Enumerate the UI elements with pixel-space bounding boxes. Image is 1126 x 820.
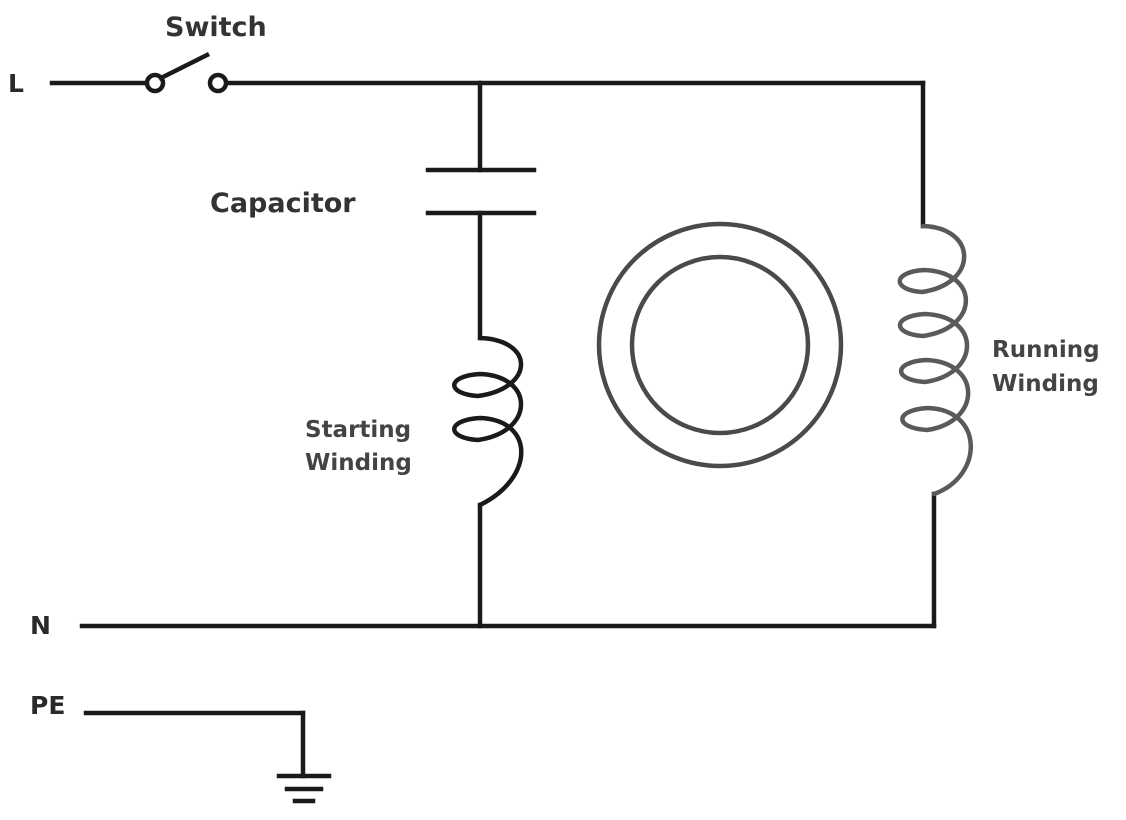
capacitor-symbol (425, 167, 537, 216)
starting-winding-coil (452, 335, 524, 508)
starting-winding-label-line1: Starting (305, 417, 411, 443)
switch-label: Switch (165, 12, 267, 43)
terminal-label-neutral: N (30, 611, 51, 640)
running-winding-label-line2: Winding (992, 371, 1099, 397)
switch-symbol (144, 51, 229, 94)
terminal-label-earth: PE (30, 691, 65, 720)
motor-rotor-symbol (596, 221, 844, 469)
ground-icon (276, 773, 332, 804)
running-winding-coil (897, 223, 973, 497)
capacitor-label: Capacitor (210, 188, 356, 219)
running-branch-wire (920, 80, 937, 629)
earth-wire (83, 710, 306, 779)
terminal-label-line: L (8, 69, 24, 98)
running-winding-label-line1: Running (992, 337, 1100, 363)
starting-winding-label-line2: Winding (305, 450, 412, 476)
